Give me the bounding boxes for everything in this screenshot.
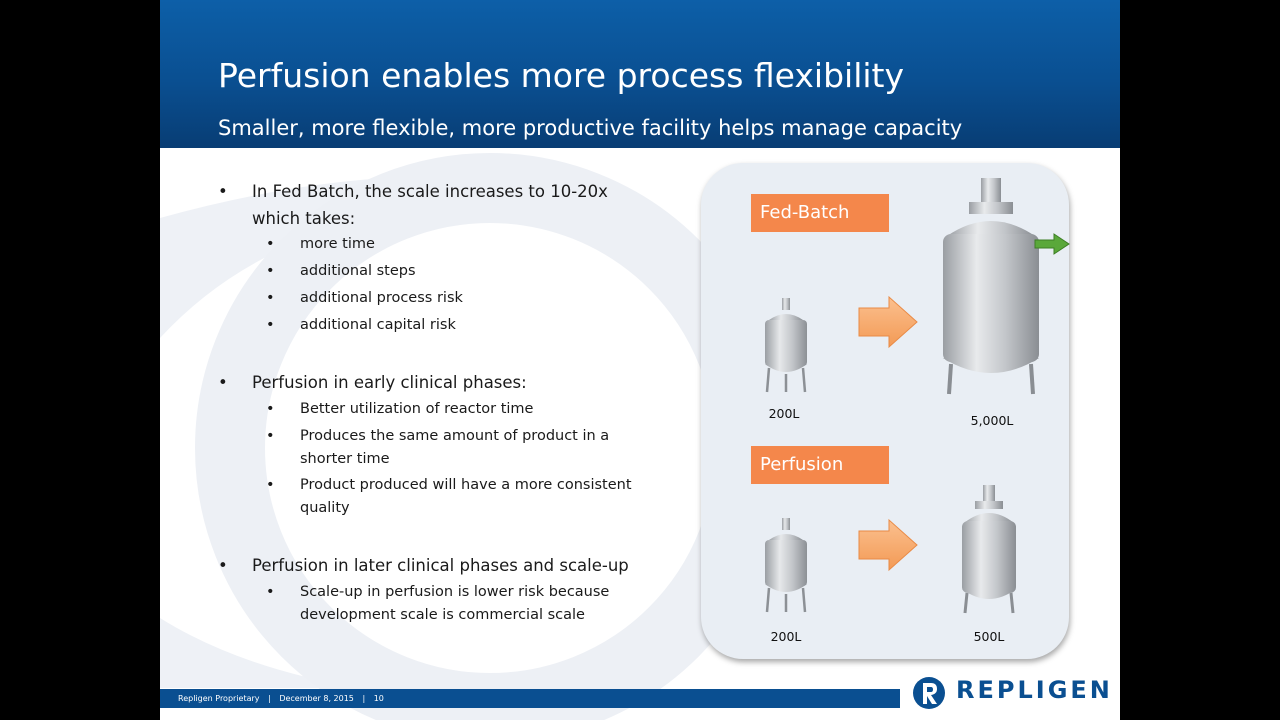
bioreactor-200l-icon [765,298,807,393]
footer-bar: Repligen Proprietary | December 8, 2015 … [160,689,900,708]
bullet-dot: • [218,556,228,575]
scale-comparison-panel: Fed-Batch Perfusion [701,163,1070,659]
sub-bullet-text: Produces the same amount of product in a [300,428,610,444]
volume-label-500l: 500L [973,629,1005,644]
bioreactor-500l-icon [962,485,1016,614]
bullet-text: Perfusion in later clinical phases and s… [252,556,629,575]
repligen-wordmark: REPLIGEN [956,676,1113,704]
bullet-text: In Fed Batch, the scale increases to 10-… [252,182,608,201]
repligen-mark-icon [913,677,945,709]
footer-separator: | [362,694,366,703]
perfusion-label: Perfusion [751,446,889,484]
bullet-dot: • [266,584,275,600]
sub-bullet-text: additional capital risk [300,317,456,333]
footer-company: Repligen Proprietary [178,694,260,703]
bullet-dot: • [266,401,275,417]
sub-bullet-text: additional process risk [300,290,463,306]
bullet-dot: • [266,428,275,444]
bioreactor-200l-icon [765,518,807,613]
fed-batch-label: Fed-Batch [751,194,889,232]
orange-arrow-icon [858,518,918,572]
bullet-dot: • [266,236,275,252]
volume-label-5000l: 5,000L [970,413,1014,428]
bullet-dot: • [266,477,275,493]
sub-bullet-text-cont: quality [300,500,350,516]
sub-bullet-text-cont: shorter time [300,451,390,467]
footer-date: December 8, 2015 [279,694,354,703]
slide-title: Perfusion enables more process flexibili… [218,56,905,95]
slide: Perfusion enables more process flexibili… [160,0,1120,720]
bullet-dot: • [266,317,275,333]
footer-page-number: 10 [373,694,384,703]
bullet-dot: • [266,290,275,306]
slide-subtitle: Smaller, more flexible, more productive … [218,116,963,140]
bullet-dot: • [218,373,228,392]
bullet-text-cont: which takes: [252,209,356,228]
sub-bullet-text: additional steps [300,263,416,279]
footer-text: Repligen Proprietary | December 8, 2015 … [178,689,390,708]
sub-bullet-text: more time [300,236,375,252]
bullet-dot: • [218,182,228,201]
sub-bullet-text: Product produced will have a more consis… [300,477,632,493]
sub-bullet-text: Scale-up in perfusion is lower risk beca… [300,584,610,600]
repligen-logo: REPLIGEN [912,674,1112,712]
slide-header: Perfusion enables more process flexibili… [160,0,1120,148]
volume-label-200l: 200L [768,406,800,421]
bioreactor-5000l-icon [943,178,1039,395]
footer-separator: | [268,694,271,703]
sub-bullet-text: Better utilization of reactor time [300,401,534,417]
volume-label-200l: 200L [770,629,802,644]
sub-bullet-text-cont: development scale is commercial scale [300,607,585,623]
bullet-dot: • [266,263,275,279]
bullet-text: Perfusion in early clinical phases: [252,373,527,392]
green-arrow-icon [1034,233,1070,255]
orange-arrow-icon [858,295,918,349]
